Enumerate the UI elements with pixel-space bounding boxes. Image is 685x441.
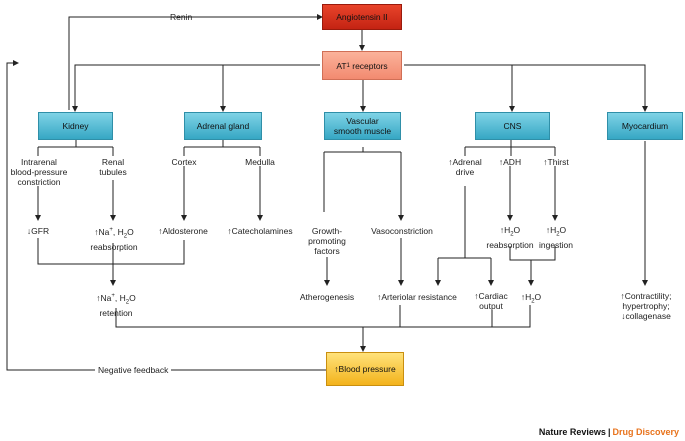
vasoconstriction-label: Vasoconstriction xyxy=(371,226,433,236)
contract-line1: ↑Contractility; xyxy=(620,291,672,301)
renal-tubules-label: Renal tubules xyxy=(90,157,136,177)
catecholamines-label: ↑Catecholamines xyxy=(227,226,293,236)
intrarenal-line3: constriction xyxy=(17,177,61,187)
intrarenal-label: Intrarenal blood-pressure constriction xyxy=(4,157,74,187)
h2o-ing-line1: ↑H2O xyxy=(545,225,567,238)
at1-subscript: 1 xyxy=(346,62,350,69)
na-h2o-reabsorption-label: ↑Na+, H2O reabsorption xyxy=(83,225,145,252)
adrenal-drive-line1: ↑Adrenal xyxy=(448,157,482,167)
adh-label: ↑ADH xyxy=(498,157,522,167)
adrenal-split xyxy=(183,140,261,156)
at1-suffix: receptors xyxy=(349,60,388,71)
adrenal-drive-label: ↑Adrenal drive xyxy=(440,157,490,177)
renal-line2: tubules xyxy=(99,167,127,177)
contract-line2: hypertrophy; xyxy=(622,301,670,311)
cardiac-line2: output xyxy=(479,301,503,311)
thirst-label: ↑Thirst xyxy=(543,157,569,167)
at1-prefix: AT xyxy=(336,60,347,71)
atherogenesis-label: Atherogenesis xyxy=(299,292,355,302)
adrenal-drive-line xyxy=(437,186,491,285)
contract-line3: ↓collagenase xyxy=(621,311,671,321)
growth-line3: factors xyxy=(314,246,340,256)
growth-line1: Growth- xyxy=(311,226,343,236)
medulla-label: Medulla xyxy=(245,157,275,167)
growth-factors-label: Growth- promoting factors xyxy=(300,226,354,256)
intrarenal-line2: blood-pressure xyxy=(10,167,68,177)
h2o-reabs-line2: reabsorption xyxy=(486,239,534,250)
cardiac-line1: ↑Cardiac xyxy=(474,291,508,301)
h2o-reabsorption-label: ↑H2O reabsorption xyxy=(478,225,542,250)
aldosterone-label: ↑Aldosterone xyxy=(158,226,208,236)
adrenal-gland-node: Adrenal gland xyxy=(184,112,262,140)
brand-separator: | xyxy=(607,427,611,437)
arteriolar-resistance-label: ↑Arteriolar resistance xyxy=(377,292,457,302)
contractility-label: ↑Contractility; hypertrophy; ↓collagenas… xyxy=(608,291,684,321)
vascular-smooth-muscle-node: Vascular smooth muscle xyxy=(324,112,401,140)
renin-connector xyxy=(68,14,323,110)
publisher-credit: Nature Reviews|Drug Discovery xyxy=(539,427,679,437)
intrarenal-line1: Intrarenal xyxy=(21,157,57,167)
h2o-merge xyxy=(509,246,556,285)
renal-line1: Renal xyxy=(101,157,125,167)
adrenal-drive-line2: drive xyxy=(455,167,475,177)
cns-split xyxy=(464,140,556,156)
bp-merge xyxy=(115,305,531,351)
myocardium-node: Myocardium xyxy=(607,112,683,140)
h2o-ing-line2: ingestion xyxy=(538,239,574,250)
kidney-node: Kidney xyxy=(38,112,113,140)
vascular-line2: smooth muscle xyxy=(333,126,392,136)
cns-node: CNS xyxy=(475,112,550,140)
na-reabs-line2: reabsorption xyxy=(90,241,138,252)
at1-branch-left xyxy=(72,64,320,112)
h2o-ingestion-label: ↑H2O ingestion xyxy=(532,225,580,250)
growth-line2: promoting xyxy=(308,236,346,246)
renin-label: Renin xyxy=(170,12,193,22)
na-ret-line1: ↑Na+, H2O xyxy=(96,292,136,306)
vascular-split xyxy=(323,147,402,220)
negative-feedback-line xyxy=(6,60,326,371)
angiotensin-ii-node: Angiotensin II xyxy=(322,4,402,30)
h2o-label: ↑H2O xyxy=(520,292,542,305)
cortex-label: Cortex xyxy=(171,157,197,167)
at1-branch-right xyxy=(404,64,648,112)
na-ret-line2: retention xyxy=(99,307,133,318)
cardiac-output-label: ↑Cardiac output xyxy=(468,291,514,311)
h2o-reabs-line1: ↑H2O xyxy=(499,225,521,238)
brand-drug-discovery: Drug Discovery xyxy=(612,427,679,437)
gfr-label: ↓GFR xyxy=(26,226,50,236)
negative-feedback-label: Negative feedback xyxy=(95,365,172,375)
brand-nature-reviews: Nature Reviews xyxy=(538,427,606,437)
blood-pressure-node: ↑Blood pressure xyxy=(326,352,404,386)
kidney-split xyxy=(37,140,114,156)
renal-merge xyxy=(37,238,185,285)
vascular-line1: Vascular xyxy=(346,116,379,126)
na-reabs-line1: ↑Na+, H2O xyxy=(94,226,134,240)
na-h2o-retention-label: ↑Na+, H2O retention xyxy=(86,291,146,318)
